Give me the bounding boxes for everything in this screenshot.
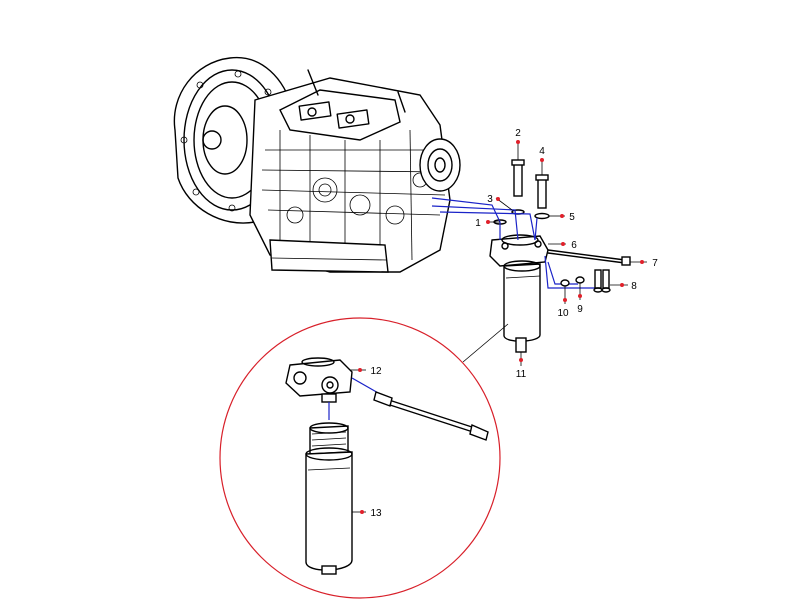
callout-dot-6 xyxy=(561,242,565,246)
callout-label-12: 12 xyxy=(370,366,382,377)
detail-view xyxy=(219,317,509,599)
callout-leaders xyxy=(350,140,647,514)
callout-dot-5 xyxy=(560,214,564,218)
callout-labels: 1 2 3 4 5 6 7 8 9 10 11 12 13 xyxy=(370,128,658,519)
callout-label-6: 6 xyxy=(571,240,577,251)
callout-dot-4 xyxy=(540,158,544,162)
callout-dot-10 xyxy=(563,298,567,302)
detail-circle xyxy=(219,317,501,599)
callout-dot-13 xyxy=(360,510,364,514)
callout-label-10: 10 xyxy=(557,308,569,319)
callout-label-7: 7 xyxy=(652,258,658,269)
callout-label-9: 9 xyxy=(577,304,583,315)
callout-label-4: 4 xyxy=(539,146,545,157)
callout-dot-3 xyxy=(496,197,500,201)
filter-assembly xyxy=(431,159,631,353)
callout-dot-11 xyxy=(519,358,523,362)
callout-label-13: 13 xyxy=(370,508,382,519)
callout-label-8: 8 xyxy=(631,281,637,292)
callout-label-2: 2 xyxy=(515,128,521,139)
callout-label-5: 5 xyxy=(569,212,575,223)
callout-dot-1 xyxy=(486,220,490,224)
callout-dot-7 xyxy=(640,260,644,264)
callout-label-1: 1 xyxy=(475,218,481,229)
callout-dot-9 xyxy=(578,294,582,298)
callout-label-11: 11 xyxy=(516,369,527,380)
callout-label-3: 3 xyxy=(487,194,493,205)
callout-dot-8 xyxy=(620,283,624,287)
transmission-assembly xyxy=(173,56,461,273)
callout-dot-2 xyxy=(516,140,520,144)
callout-dot-12 xyxy=(358,368,362,372)
